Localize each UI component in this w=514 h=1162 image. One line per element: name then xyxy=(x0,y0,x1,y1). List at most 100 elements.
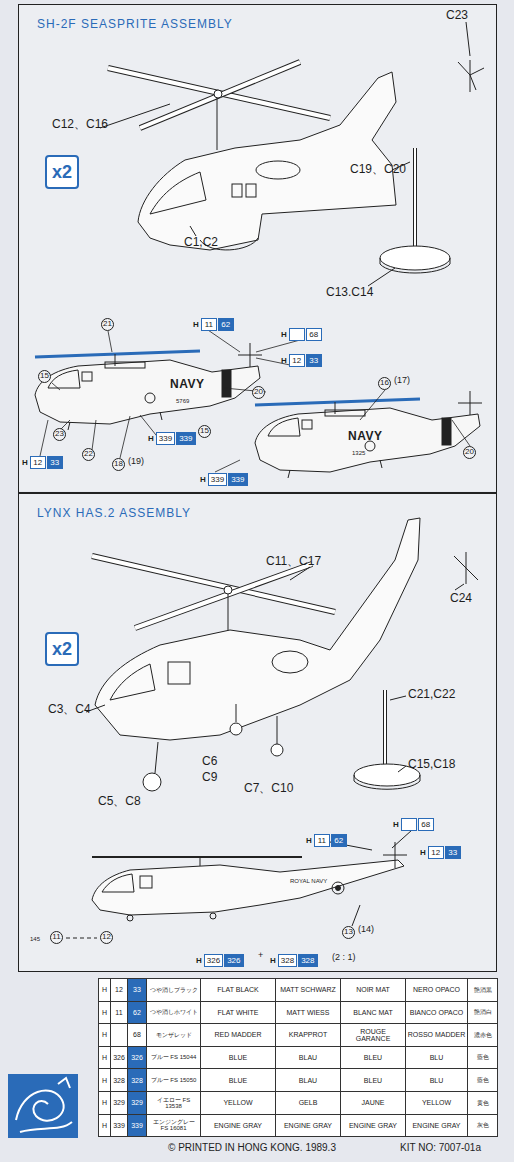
paint-number: 33 xyxy=(445,846,461,859)
paint-prefix: H xyxy=(281,356,287,365)
table-cell: YELLOW xyxy=(200,1091,276,1115)
paint-number: 68 xyxy=(418,818,434,831)
callout-number: 15 xyxy=(198,425,211,438)
paint-code-cell: 329 xyxy=(127,1091,147,1115)
table-cell: つや消しブラック xyxy=(146,978,201,1002)
marking-text: 145 xyxy=(30,936,40,943)
paint-number: 33 xyxy=(47,456,63,469)
paint-code-cell: 328 xyxy=(127,1068,147,1092)
paint-code: H1162 xyxy=(306,834,347,847)
paint-number: 339 xyxy=(228,473,247,486)
table-cell: KRAPPROT xyxy=(275,1023,341,1047)
callout-number: 20 xyxy=(463,446,476,459)
badge-text: x2 xyxy=(52,640,72,658)
table-cell: ブルー FS 15050 xyxy=(146,1068,201,1092)
part-label: C19、C20 xyxy=(350,163,406,176)
part-label: C11、C17 xyxy=(266,555,321,568)
table-cell: BLEU xyxy=(340,1068,406,1092)
blank-box xyxy=(401,818,417,831)
paint-prefix: H xyxy=(270,956,276,965)
paint-code: H1162 xyxy=(193,318,234,331)
table-cell: JAUNE xyxy=(340,1091,406,1115)
marking-text: 5769 xyxy=(176,398,189,405)
part-label: C6 xyxy=(202,755,217,768)
paint-number: 339 xyxy=(176,432,195,445)
table-cell: BLUE xyxy=(200,1046,276,1070)
table-cell: 濃赤色 xyxy=(467,1023,498,1047)
part-label: C7、C10 xyxy=(244,782,293,795)
paint-code-cell: 339 xyxy=(127,1114,147,1138)
quantity-badge: x2 xyxy=(45,155,79,189)
marking-text: NAVY xyxy=(170,378,204,391)
paint-code: H68 xyxy=(281,328,322,341)
callout-number: 13 xyxy=(342,926,355,939)
paint-prefix: H xyxy=(420,848,426,857)
table-cell: BLUE xyxy=(200,1068,276,1092)
part-label: (14) xyxy=(358,925,374,935)
part-label: C13.C14 xyxy=(326,286,373,299)
part-label: (19) xyxy=(128,457,144,467)
table-cell: BLAU xyxy=(275,1046,341,1070)
quantity-badge: x2 xyxy=(45,632,79,666)
paint-prefix: H xyxy=(281,330,287,339)
paint-number: 326 xyxy=(224,954,243,967)
paint-code-cell: 328 xyxy=(110,1068,128,1092)
part-label: (2 : 1) xyxy=(332,953,356,963)
paint-code: H339339 xyxy=(200,473,248,486)
table-cell: 艶消白 xyxy=(467,1001,498,1025)
paint-code-cell: 12 xyxy=(110,978,128,1002)
table-cell: BLU xyxy=(405,1068,468,1092)
table-cell: 灰色 xyxy=(467,1114,498,1138)
paint-code-cell: 339 xyxy=(110,1114,128,1138)
table-cell: BLEU xyxy=(340,1046,406,1070)
paint-code: H328328 xyxy=(270,954,318,967)
paint-code-cell: 68 xyxy=(127,1023,147,1047)
paint-number: 326 xyxy=(204,954,223,967)
marking-text: NAVY xyxy=(348,430,382,443)
callout-number: 20 xyxy=(252,386,265,399)
paint-prefix: H xyxy=(200,475,206,484)
table-cell: NERO OPACO xyxy=(405,978,468,1002)
paint-code: H1233 xyxy=(22,456,63,469)
part-label: C21,C22 xyxy=(408,688,455,701)
part-label: KIT NO: 7007-01a xyxy=(400,1142,481,1153)
paint-number: 339 xyxy=(156,432,175,445)
paint-code: H339339 xyxy=(148,432,196,445)
table-cell: 藍色 xyxy=(467,1046,498,1070)
table-cell: ブルー FS 15044 xyxy=(146,1046,201,1070)
table-cell: イエロー FS 13538 xyxy=(146,1091,201,1115)
marking-text: 1325 xyxy=(352,450,365,457)
marking-text: ROYAL NAVY xyxy=(290,878,327,885)
paint-prefix: H xyxy=(196,956,202,965)
table-cell: FLAT BLACK xyxy=(200,978,276,1002)
table-cell: BLANC MAT xyxy=(340,1001,406,1025)
callout-number: 23 xyxy=(53,428,66,441)
table-cell: RED MADDER xyxy=(200,1023,276,1047)
part-label: C12、C16 xyxy=(52,118,108,131)
table-cell: MATT WIESS xyxy=(275,1001,341,1025)
part-label: C5、C8 xyxy=(98,795,141,808)
table-cell: 藍色 xyxy=(467,1068,498,1092)
table-cell: モンザレッド xyxy=(146,1023,201,1047)
table-cell: つや消しホワイト xyxy=(146,1001,201,1025)
table-cell: ENGINE GRAY xyxy=(275,1114,341,1138)
paint-code-cell: 11 xyxy=(110,1001,128,1025)
part-label: C15,C18 xyxy=(408,758,455,771)
paint-number: 11 xyxy=(201,318,217,331)
callout-number: 18 xyxy=(112,458,125,471)
paint-number: 12 xyxy=(428,846,444,859)
paint-number: 328 xyxy=(298,954,317,967)
paint-code: H68 xyxy=(393,818,434,831)
assembly-panel: SH-2F SEASPRITE ASSEMBLYx2 xyxy=(18,4,497,493)
part-label: C1,C2 xyxy=(184,236,218,249)
paint-number: 62 xyxy=(218,318,234,331)
callout-number: 21 xyxy=(101,318,114,331)
paint-prefix: H xyxy=(148,434,154,443)
paint-number: 328 xyxy=(278,954,297,967)
part-label: C24 xyxy=(450,592,472,605)
paint-code-cell: 326 xyxy=(127,1046,147,1070)
paint-prefix: H xyxy=(306,836,312,845)
table-cell: YELLOW xyxy=(405,1091,468,1115)
table-cell: ENGINE GRAY xyxy=(200,1114,276,1138)
callout-number: 22 xyxy=(82,448,95,461)
